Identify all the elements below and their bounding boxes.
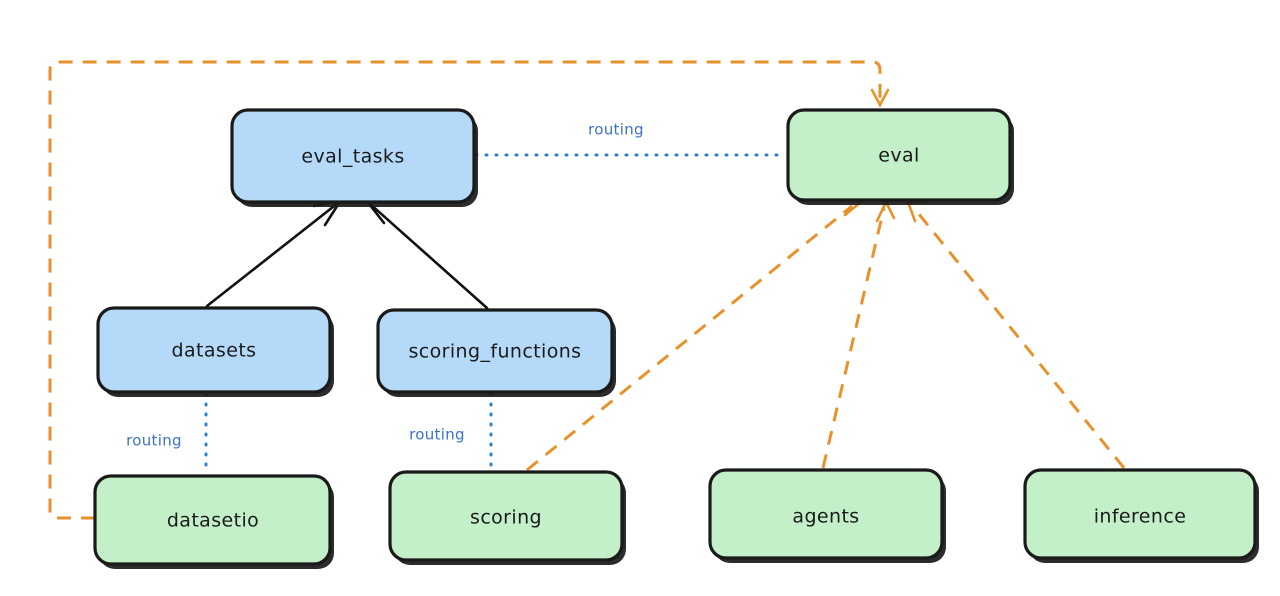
node-datasets-body <box>96 306 332 394</box>
node-inference-body <box>1023 468 1257 560</box>
edge-label-layer: routing routing routing <box>126 121 644 450</box>
node-agents-label: agents <box>792 506 859 528</box>
edge-agents-to-eval <box>821 199 896 469</box>
node-layer: eval_tasks eval datasets scoring_functio… <box>93 108 1259 569</box>
node-eval_tasks-label: eval_tasks <box>301 146 404 168</box>
node-datasetio-body <box>93 474 332 566</box>
node-eval[interactable]: eval <box>786 108 1014 205</box>
edge-label-routing-eval_tasks-eval: routing <box>588 121 644 139</box>
node-eval-body <box>786 108 1012 202</box>
edge-datasetio-to-eval <box>48 60 890 520</box>
node-scoring_functions[interactable]: scoring_functions <box>376 308 616 397</box>
node-agents-body <box>708 468 944 560</box>
edge-datasets-to-eval_tasks <box>205 198 344 308</box>
node-datasets[interactable]: datasets <box>96 306 334 397</box>
edge-label-routing-scoring_functions-scoring: routing <box>409 426 465 444</box>
node-inference[interactable]: inference <box>1023 468 1259 563</box>
node-scoring-label: scoring <box>470 507 542 529</box>
node-scoring_functions-label: scoring_functions <box>409 341 582 363</box>
node-agents[interactable]: agents <box>708 468 946 563</box>
node-eval-label: eval <box>878 145 919 167</box>
node-eval_tasks[interactable]: eval_tasks <box>230 108 478 207</box>
node-datasetio-label: datasetio <box>167 510 259 532</box>
edge-label-routing-datasets-datasetio: routing <box>126 432 182 450</box>
node-scoring[interactable]: scoring <box>388 470 626 565</box>
edge-scoring_functions-to-eval_tasks <box>363 198 489 310</box>
node-datasets-label: datasets <box>172 340 257 362</box>
node-datasetio[interactable]: datasetio <box>93 474 334 569</box>
node-inference-label: inference <box>1094 506 1187 528</box>
node-eval_tasks-body <box>230 108 476 204</box>
edge-inference-to-eval <box>906 200 1126 469</box>
node-scoring-body <box>388 470 624 562</box>
node-scoring_functions-body <box>376 308 614 394</box>
